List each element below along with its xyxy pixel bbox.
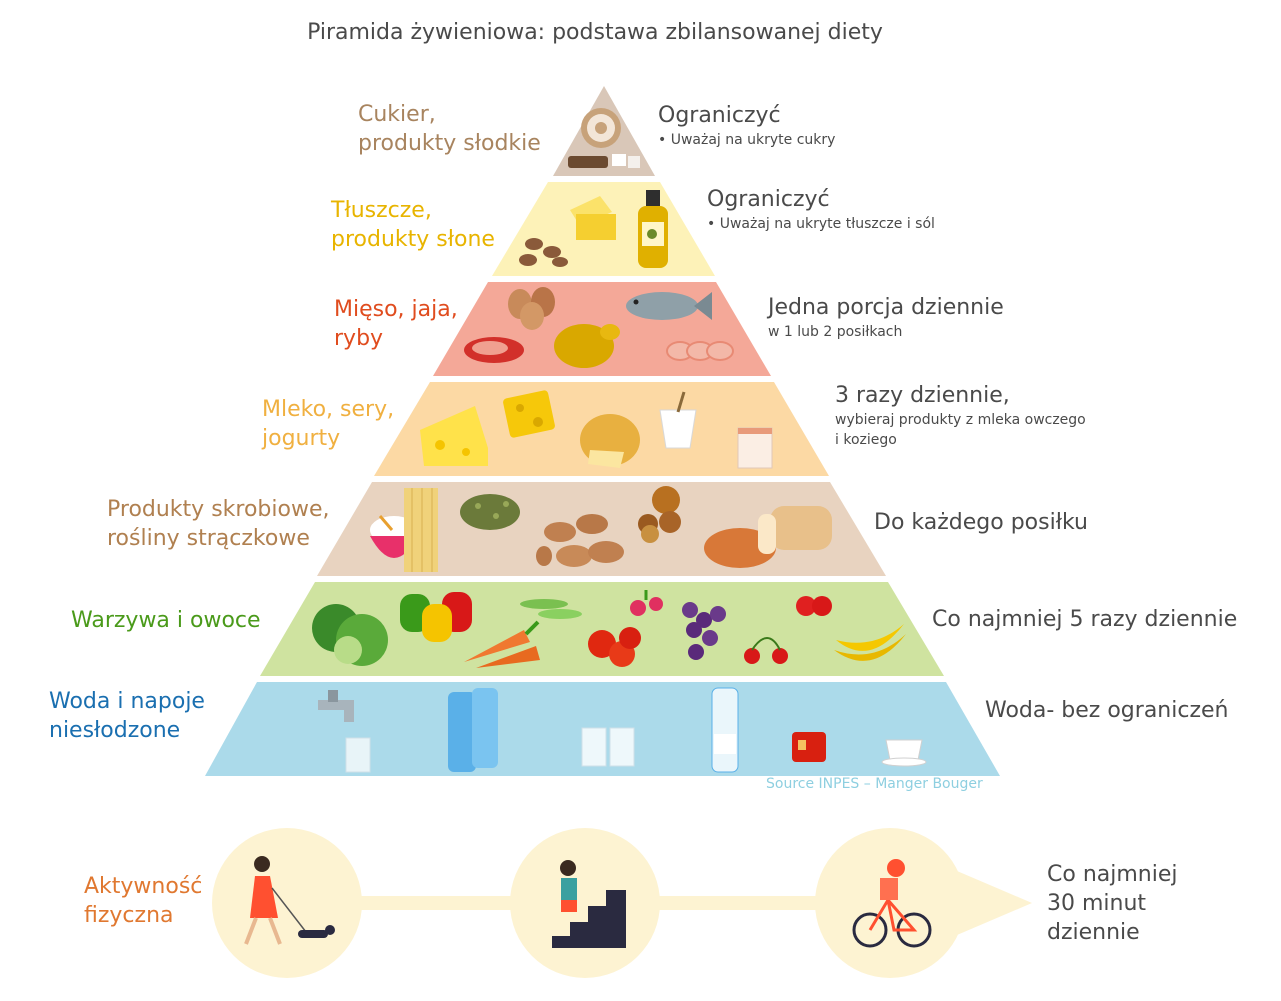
cheese-cube-icon xyxy=(503,390,555,438)
tier-advice-water: Woda- bez ograniczeń xyxy=(985,697,1228,725)
steak-icon xyxy=(464,337,524,363)
tier-advice-veg: Co najmniej 5 razy dziennie xyxy=(932,606,1237,634)
faucet-icon xyxy=(318,690,371,773)
eggs-icon xyxy=(508,287,555,330)
tier-advice-sugar: Ograniczyć • Uważaj na ukryte cukry xyxy=(658,102,835,150)
advice-heading: Ograniczyć xyxy=(707,187,830,212)
tier-label-starch: Produkty skrobiowe, rośliny strączkowe xyxy=(107,497,330,551)
advice-note: w 1 lub 2 posiłkach xyxy=(768,324,903,340)
milk-glass-icon xyxy=(737,427,773,469)
cheese-wedge-icon xyxy=(420,406,488,466)
tier-advice-fats: Ograniczyć • Uważaj na ukryte tłuszcze i… xyxy=(707,186,935,234)
cycling-icon xyxy=(852,859,932,948)
advice-note: • Uważaj na ukryte cukry xyxy=(658,132,836,148)
round-cheese-icon xyxy=(580,414,640,468)
carrots-icon xyxy=(464,620,540,668)
coffee-cup-icon xyxy=(881,739,927,767)
advice-heading: Ograniczyć xyxy=(658,103,781,128)
cherries-icon xyxy=(744,637,788,664)
source-credit: Source INPES – Manger Bouger xyxy=(766,776,983,792)
tier-advice-meat: Jedna porcja dziennie w 1 lub 2 posiłkac… xyxy=(768,294,1004,342)
water-bottles-icon xyxy=(448,688,498,772)
olive-oil-icon xyxy=(638,190,668,268)
fish-icon xyxy=(626,292,712,320)
advice-heading: Woda- bez ograniczeń xyxy=(985,698,1229,723)
tier-advice-starch: Do każdego posiłku xyxy=(874,509,1088,537)
salmon-icon xyxy=(666,341,734,361)
chestnuts-icon xyxy=(638,486,681,543)
tomatoes-icon xyxy=(588,627,641,667)
lettuce-icon xyxy=(312,604,388,666)
tier-label-water: Woda i napoje niesłodzone xyxy=(49,689,205,743)
advice-heading: 3 razy dziennie, xyxy=(835,383,1010,408)
roast-chicken-icon xyxy=(554,324,620,368)
activity-circle-2 xyxy=(510,828,660,978)
strawberries-icon xyxy=(796,596,832,616)
butter-icon xyxy=(570,196,616,240)
tier-label-meat: Mięso, jaja, ryby xyxy=(334,297,458,351)
tier-label-veg: Warzywa i owoce xyxy=(71,608,261,633)
activity-recommendation: Co najmniej 30 minut dziennie xyxy=(1047,862,1178,945)
radishes-icon xyxy=(630,590,663,616)
advice-note: wybieraj produkty z mleka owczego i kozi… xyxy=(835,412,1086,448)
peas-icon xyxy=(520,599,582,619)
advice-note: • Uważaj na ukryte tłuszcze i sól xyxy=(707,216,935,232)
activity-circle-1 xyxy=(212,828,362,978)
yogurt-cup-icon xyxy=(659,391,697,449)
tier-label-dairy: Mleko, sery, jogurty xyxy=(262,397,395,451)
walking-dog-icon xyxy=(244,856,335,945)
activity-label: Aktywność fizyczna xyxy=(84,874,203,928)
potatoes-icon xyxy=(536,514,624,567)
bananas-icon xyxy=(834,624,906,661)
bread-icon xyxy=(704,506,832,568)
lentils-icon xyxy=(460,494,520,530)
advice-heading: Do każdego posiłku xyxy=(874,510,1088,535)
sweets-icon xyxy=(568,154,640,168)
glasses-icon xyxy=(581,727,635,767)
tier-label-sugar: Cukier, produkty słodkie xyxy=(358,102,541,156)
nuts-icon xyxy=(519,238,568,267)
bottle-icon xyxy=(711,687,739,773)
advice-heading: Jedna porcja dziennie xyxy=(768,295,1004,320)
donut-icon xyxy=(581,108,621,148)
peppers-icon xyxy=(400,592,472,642)
tier-advice-dairy: 3 razy dziennie, wybieraj produkty z mle… xyxy=(835,382,1086,450)
stairs-climbing-icon xyxy=(552,860,626,948)
speech-pointer xyxy=(950,868,1032,938)
tea-mug-icon xyxy=(792,732,826,762)
tier-label-fats: Tłuszcze, produkty słone xyxy=(331,198,495,252)
advice-heading: Co najmniej 5 razy dziennie xyxy=(932,607,1238,632)
pasta-icon xyxy=(404,488,438,572)
page-title: Piramida żywieniowa: podstawa zbilansowa… xyxy=(307,20,883,45)
grapes-icon xyxy=(682,602,726,660)
